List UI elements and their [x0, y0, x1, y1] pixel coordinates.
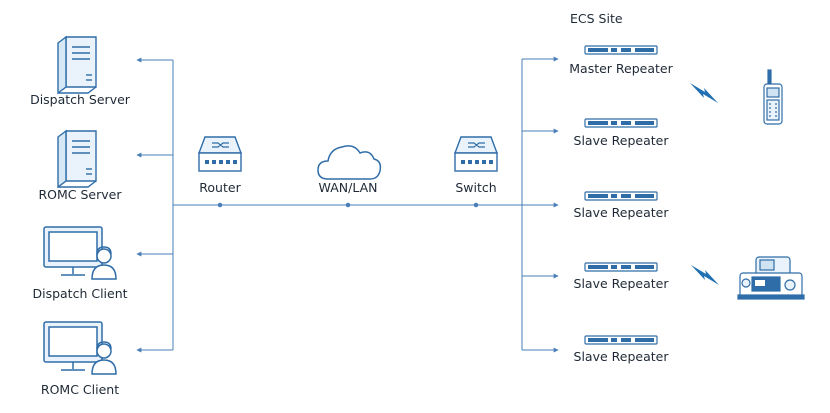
- ecs-site-title: ECS Site: [570, 11, 623, 26]
- wireless-signal-icon: [690, 83, 718, 103]
- dispatch-server-label: Dispatch Server: [30, 92, 130, 107]
- connection-lines: [136, 56, 559, 353]
- server-icon: [57, 129, 97, 189]
- slave-repeater-label: Slave Repeater: [573, 349, 669, 364]
- wireless-signal-icon: [691, 265, 719, 285]
- router-icon: [197, 136, 243, 172]
- slave-repeater-label: Slave Repeater: [573, 133, 669, 148]
- router-label: Router: [199, 180, 241, 195]
- wan-node: [345, 202, 351, 208]
- switch-label: Switch: [455, 180, 497, 195]
- repeater-icon: [584, 45, 658, 55]
- server-icon: [57, 35, 97, 95]
- repeater-icon: [584, 191, 658, 201]
- mobile-radio-icon: [737, 256, 805, 300]
- slave-repeater-label: Slave Repeater: [573, 276, 669, 291]
- master-repeater-label: Master Repeater: [569, 61, 673, 76]
- romc-client-label: ROMC Client: [40, 382, 120, 397]
- repeater-icon: [584, 335, 658, 345]
- switch-node: [473, 202, 479, 208]
- slave-repeater-label: Slave Repeater: [573, 205, 669, 220]
- repeater-icon: [584, 262, 658, 272]
- wan-lan-label: WAN/LAN: [318, 180, 378, 195]
- cloud-icon: [317, 145, 382, 180]
- repeater-icon: [584, 118, 658, 128]
- monitor-user-icon: [43, 321, 117, 375]
- handheld-radio-icon: [763, 69, 783, 125]
- router-node: [217, 202, 223, 208]
- switch-icon: [453, 136, 499, 172]
- monitor-user-icon: [43, 226, 117, 280]
- dispatch-client-label: Dispatch Client: [32, 286, 128, 301]
- romc-server-label: ROMC Server: [38, 187, 122, 202]
